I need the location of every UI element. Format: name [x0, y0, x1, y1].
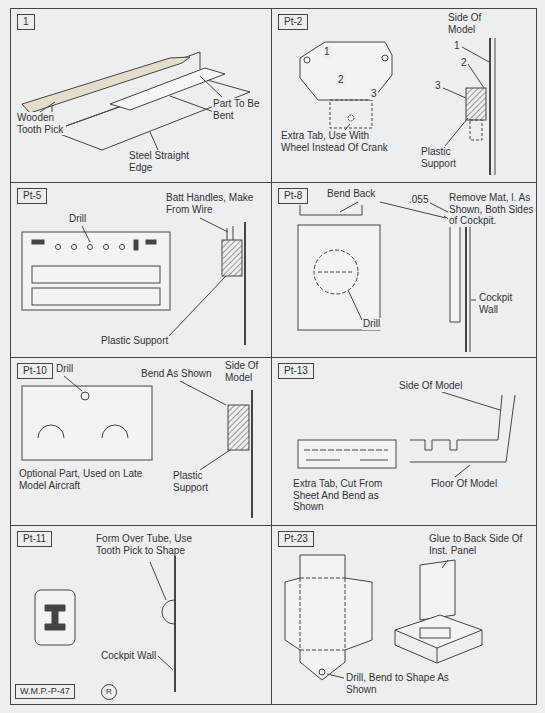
callout-label: Plastic Support	[420, 146, 480, 169]
callout-label: 3	[434, 80, 442, 92]
callout-label: Extra Tab, Use With Wheel Instead Of Cra…	[280, 130, 392, 153]
callout-label: Floor Of Model	[430, 478, 498, 490]
callout-label: .055	[408, 194, 429, 206]
callout-label: Drill	[362, 318, 381, 330]
callout-label: Remove Mat, l. As Shown, Both Sides of C…	[448, 192, 536, 227]
step-number: Pt-2	[278, 14, 308, 30]
callout-label: Cockpit Wall	[100, 650, 157, 662]
callout-label: Part To Be Bent	[212, 98, 266, 121]
callout-label: Glue to Back Side Of Inst. Panel	[428, 533, 534, 556]
callout-label: Bend As Shown	[140, 368, 213, 380]
panel-pt11-art	[35, 545, 175, 692]
panel-pt5-art	[22, 218, 245, 345]
callout-label: Extra Tab, Cut From Sheet And Bend as Sh…	[292, 478, 404, 513]
step-number: Pt-11	[17, 531, 52, 547]
step-number: Pt-10	[17, 363, 53, 379]
callout-label: Drill	[68, 213, 87, 225]
step-number: Pt-8	[278, 188, 308, 204]
callout-label: 1	[323, 46, 331, 58]
step-number: Pt-13	[278, 363, 314, 379]
callout-label: Optional Part, Used on Late Model Aircra…	[18, 468, 170, 491]
sheet-code-box: W.M.P.-P-47	[15, 684, 75, 699]
callout-label: Plastic Support	[172, 470, 230, 493]
callout-label: Steel Straight Edge	[128, 150, 194, 173]
callout-label: Form Over Tube, Use Tooth Pick to Shape	[95, 533, 212, 556]
callout-label: Plastic Support	[100, 335, 169, 347]
step-number: Pt-5	[17, 188, 47, 204]
callout-label: Batt Handles, Make From Wire	[165, 192, 267, 215]
callout-label: 2	[460, 57, 468, 69]
tooth-pick	[22, 57, 190, 113]
sheet-code: W.M.P.-P-47	[20, 686, 70, 696]
step-number: Pt-23	[278, 531, 314, 547]
part	[300, 42, 392, 100]
callout-label: Cockpit Wall	[478, 292, 532, 315]
callout-label: Side Of Model	[224, 360, 270, 383]
panel-pt23-art	[285, 555, 482, 680]
instruction-panel: Pt-2	[271, 8, 537, 183]
callout-label: Wooden Tooth Pick	[16, 112, 66, 135]
callout-label: 2	[337, 74, 345, 86]
callout-label: Drill, Bend to Shape As Shown	[345, 672, 467, 695]
callout-label: Side Of Model	[398, 380, 463, 392]
callout-label: Bend Back	[326, 188, 376, 200]
callout-label: 1	[453, 40, 461, 52]
callout-label: 3	[370, 88, 378, 100]
callout-label: Drill	[55, 363, 74, 375]
panel-pt2-art	[300, 38, 495, 175]
panel-pt13-art	[298, 392, 515, 477]
registered-mark: R	[101, 684, 117, 700]
step-number: 1	[17, 14, 35, 30]
callout-label: Side Of Model	[447, 12, 495, 35]
registered-text: R	[106, 687, 112, 696]
panel-pt10-art	[22, 376, 252, 518]
